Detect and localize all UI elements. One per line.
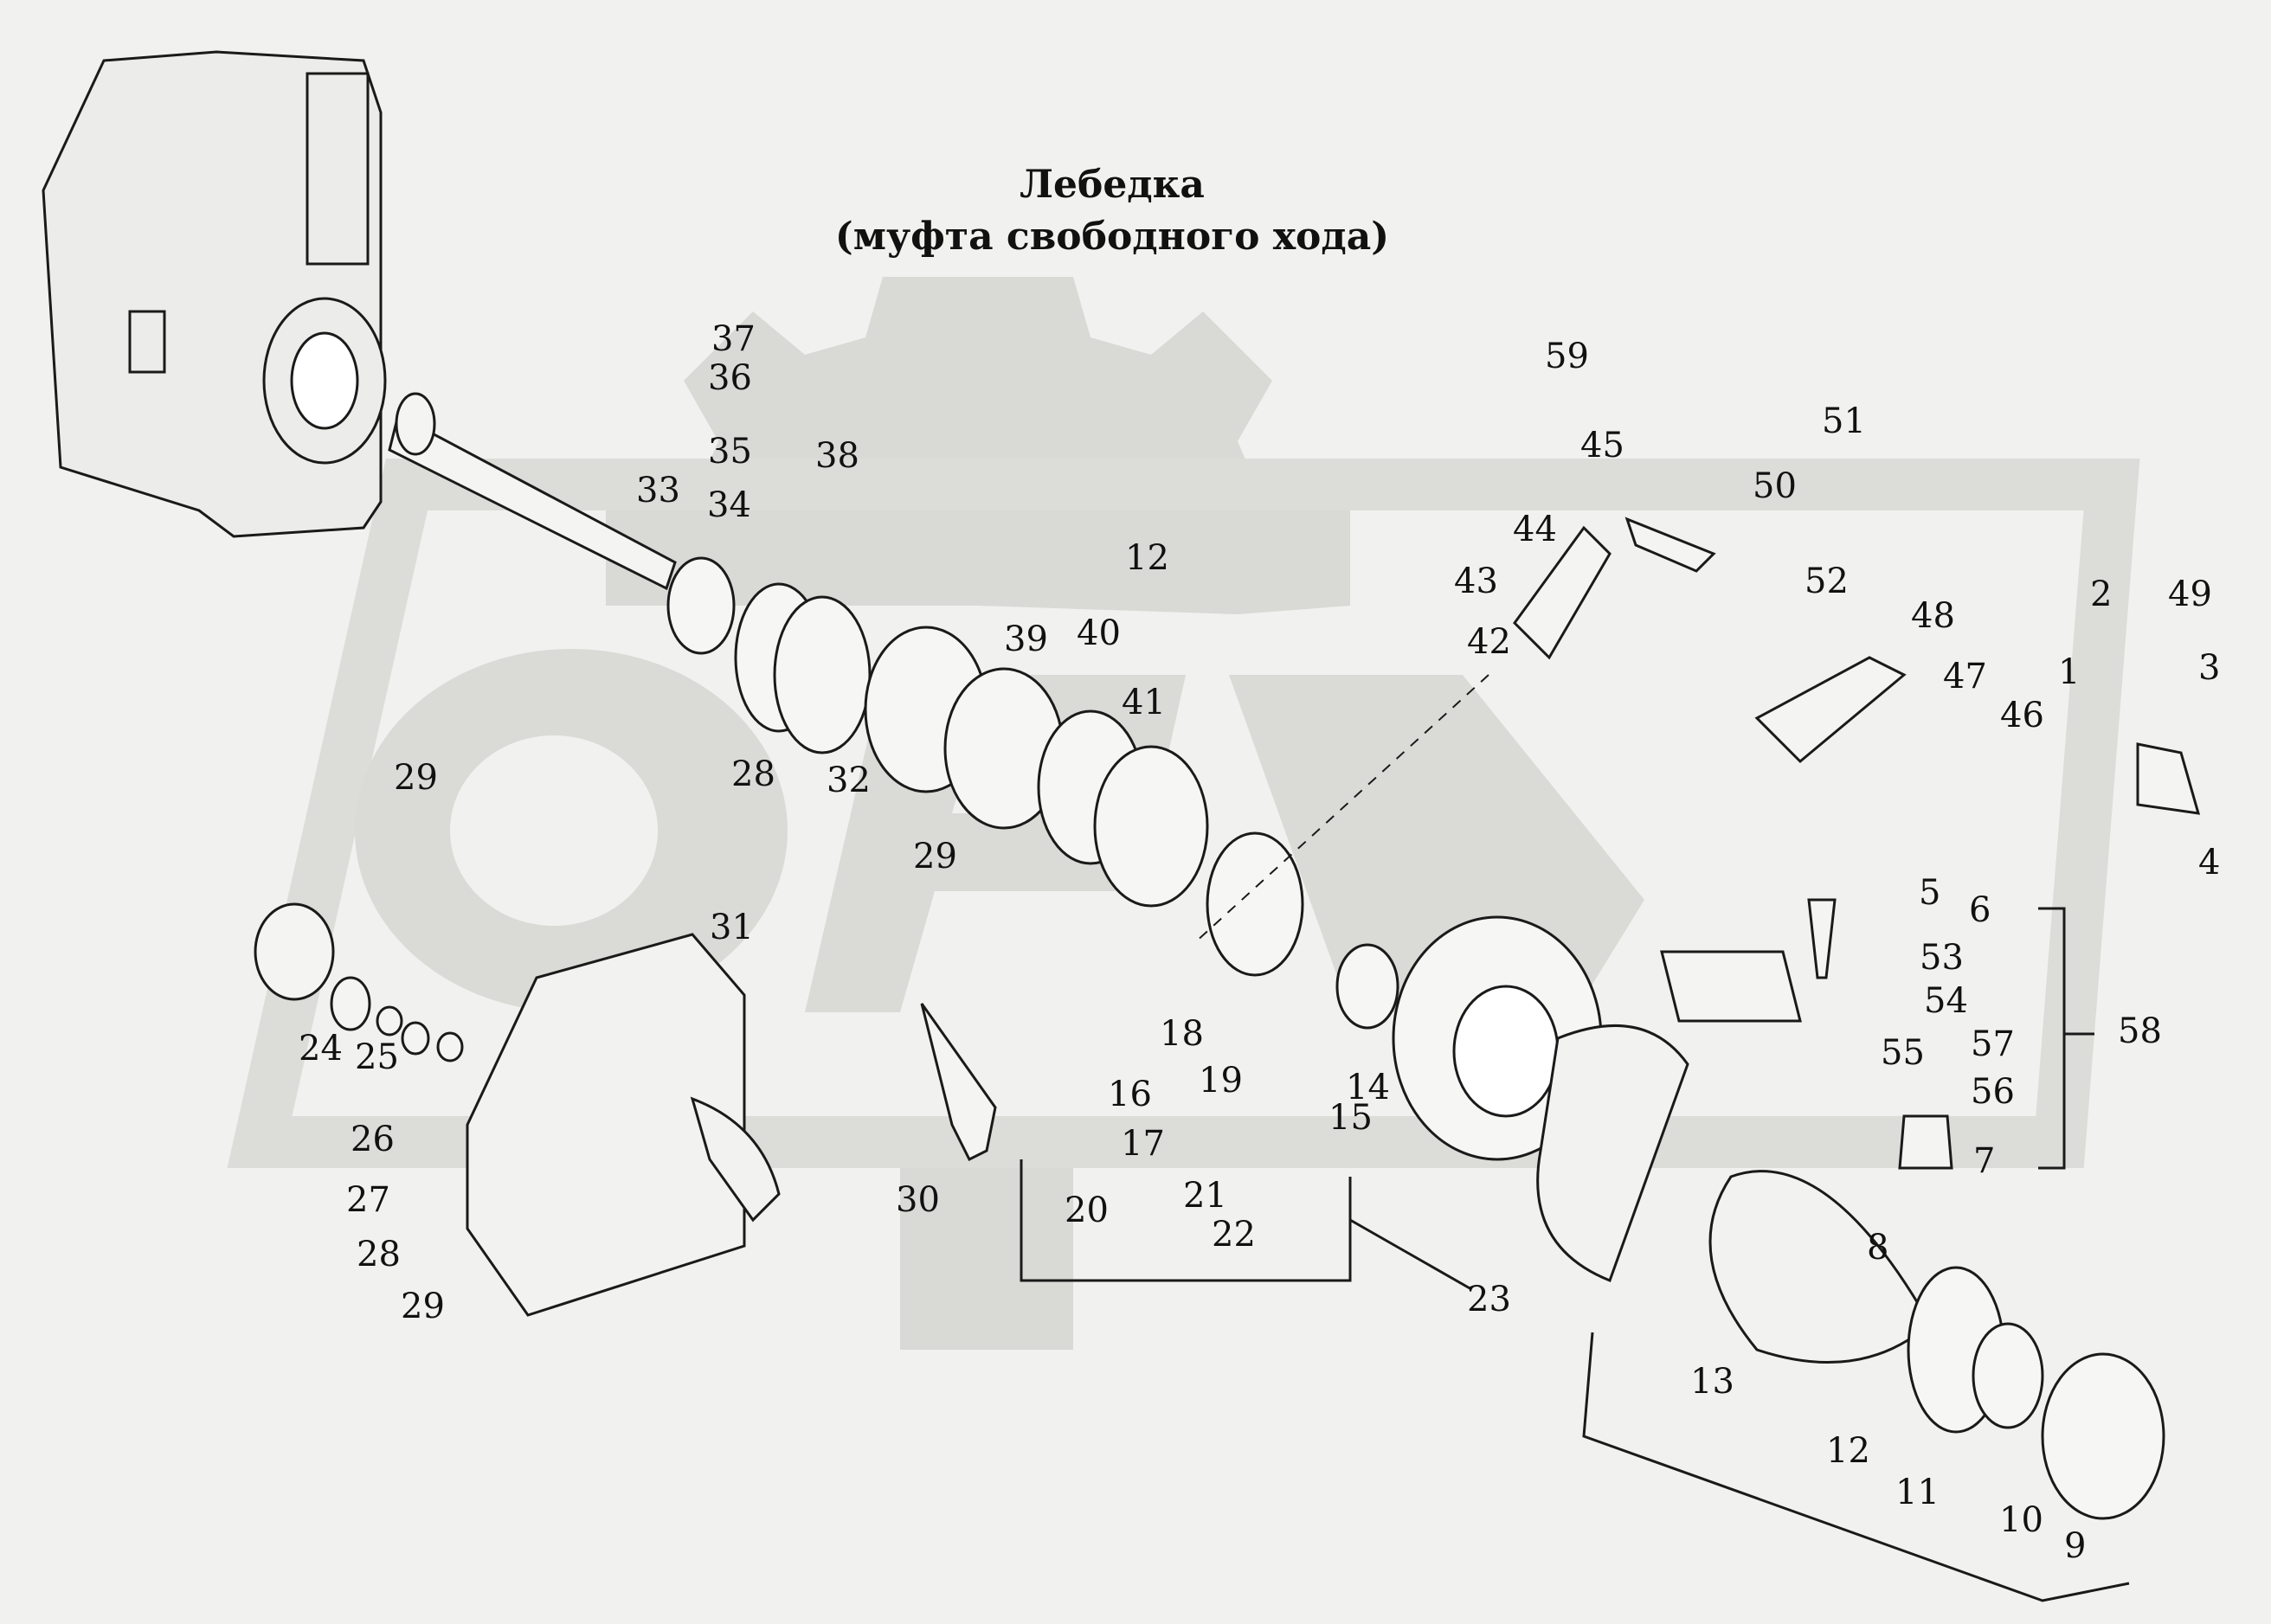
callout-label-32: 32 <box>827 761 871 800</box>
callout-label-55: 55 <box>1881 1033 1925 1073</box>
callout-label-12: 12 <box>1125 538 1169 578</box>
callout-label-24: 24 <box>299 1029 343 1069</box>
watermark-logo <box>606 277 1350 1350</box>
callout-label-28: 28 <box>357 1235 401 1274</box>
callout-label-39: 39 <box>1004 619 1048 659</box>
callout-label-48: 48 <box>1911 596 1955 636</box>
callout-label-40: 40 <box>1077 613 1121 653</box>
callout-label-45: 45 <box>1580 426 1624 465</box>
callout-label-51: 51 <box>1822 401 1866 441</box>
callout-label-29: 29 <box>401 1287 445 1326</box>
callout-label-19: 19 <box>1199 1061 1243 1101</box>
callout-label-15: 15 <box>1329 1098 1373 1138</box>
callout-label-10: 10 <box>1999 1500 2043 1540</box>
callout-label-59: 59 <box>1545 337 1589 376</box>
gearbox-housing <box>42 50 387 538</box>
dashed-axis <box>1193 674 1489 944</box>
callout-label-9: 9 <box>2064 1526 2086 1566</box>
callout-label-50: 50 <box>1753 466 1797 506</box>
callout-label-4: 4 <box>2198 843 2220 883</box>
callout-label-30: 30 <box>896 1180 940 1220</box>
diagram-title: Лебедка <box>1020 163 1205 207</box>
callout-label-6: 6 <box>1969 890 1991 930</box>
diagram-subtitle: (муфта свободного хода) <box>834 215 1390 259</box>
lever-parts <box>1513 517 1907 1023</box>
callout-label-38: 38 <box>815 436 859 476</box>
group-brackets <box>1020 907 2130 1602</box>
shaft-33 <box>388 392 677 591</box>
callout-label-12: 12 <box>1826 1431 1870 1471</box>
callout-label-46: 46 <box>2000 696 2044 735</box>
callout-label-49: 49 <box>2168 574 2212 614</box>
right-flange <box>1907 1266 2165 1520</box>
callout-label-57: 57 <box>1971 1024 2015 1064</box>
small-parts <box>254 742 2201 1170</box>
callout-label-53: 53 <box>1920 938 1964 978</box>
callout-label-20: 20 <box>1065 1191 1109 1230</box>
callout-label-21: 21 <box>1183 1176 1227 1216</box>
callout-label-18: 18 <box>1160 1014 1204 1054</box>
callout-label-42: 42 <box>1467 622 1511 662</box>
brake-bands <box>1536 1024 1932 1364</box>
callout-label-23: 23 <box>1467 1280 1511 1319</box>
callout-label-17: 17 <box>1121 1124 1165 1164</box>
callout-label-41: 41 <box>1122 683 1166 722</box>
cover-31 <box>466 933 781 1317</box>
callout-label-3: 3 <box>2198 648 2220 688</box>
callout-label-31: 31 <box>710 908 754 947</box>
callout-label-22: 22 <box>1212 1215 1256 1255</box>
callout-label-14: 14 <box>1346 1068 1390 1107</box>
callout-label-58: 58 <box>2118 1011 2162 1051</box>
callout-label-36: 36 <box>708 358 752 398</box>
callout-label-16: 16 <box>1108 1075 1152 1114</box>
callout-label-52: 52 <box>1805 562 1849 601</box>
callout-label-33: 33 <box>636 471 680 510</box>
callout-label-11: 11 <box>1895 1473 1940 1512</box>
callout-label-7: 7 <box>1973 1141 1995 1181</box>
callout-label-29: 29 <box>394 758 438 798</box>
watermark-hole <box>450 735 658 926</box>
callout-label-37: 37 <box>711 319 756 359</box>
callout-label-29: 29 <box>913 837 957 876</box>
callout-label-5: 5 <box>1919 873 1940 913</box>
callout-label-26: 26 <box>351 1120 395 1159</box>
callout-label-56: 56 <box>1971 1072 2015 1112</box>
callout-label-47: 47 <box>1943 657 1987 696</box>
callout-label-8: 8 <box>1867 1228 1888 1268</box>
callout-label-27: 27 <box>346 1180 390 1220</box>
callout-label-44: 44 <box>1513 510 1557 549</box>
callout-label-2: 2 <box>2090 574 2112 614</box>
callout-label-28: 28 <box>731 754 775 794</box>
callout-label-13: 13 <box>1690 1362 1734 1402</box>
callout-label-34: 34 <box>707 485 751 525</box>
callout-label-25: 25 <box>355 1037 399 1077</box>
callout-label-1: 1 <box>2058 652 2080 692</box>
callout-label-54: 54 <box>1924 981 1968 1021</box>
callout-label-43: 43 <box>1454 562 1498 601</box>
callout-label-35: 35 <box>708 432 752 472</box>
